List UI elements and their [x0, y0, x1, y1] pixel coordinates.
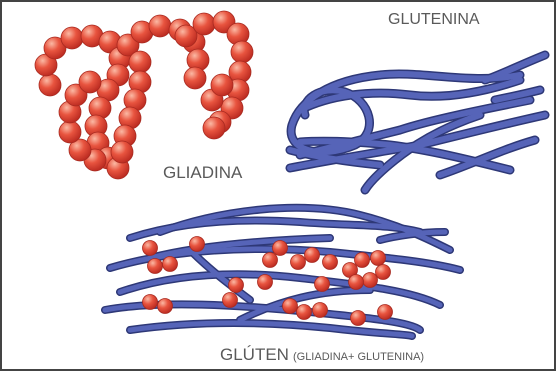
gliadina-bead	[111, 141, 133, 163]
glutenina-label: GLUTENINA	[388, 11, 480, 28]
gluten-bead	[158, 299, 173, 314]
gluten-bead	[315, 277, 330, 292]
gluten-bead	[376, 265, 391, 280]
gliadina-bead	[39, 74, 61, 96]
gliadina-bead	[231, 41, 253, 63]
gluten-bead	[371, 251, 386, 266]
gluten-label-sub: (GLIADINA+ GLUTENINA)	[293, 351, 424, 363]
gliadina-bead	[79, 71, 101, 93]
gluten-bead	[148, 259, 163, 274]
gluten-label-main: GLÚTEN	[220, 345, 289, 364]
gliadina-bead-chain	[35, 11, 253, 179]
gluten-bead	[363, 273, 378, 288]
gliadina-bead	[203, 117, 225, 139]
gliadina-bead	[184, 67, 206, 89]
gluten-bead	[355, 253, 370, 268]
gliadina-bead	[61, 27, 83, 49]
gliadina-bead	[59, 121, 81, 143]
gluten-label: GLÚTEN (GLIADINA+ GLUTENINA)	[220, 345, 424, 364]
gluten-bead	[291, 255, 306, 270]
gluten-bead	[273, 241, 288, 256]
gluten-bead	[143, 241, 158, 256]
gluten-bead	[190, 237, 205, 252]
gluten-bead	[163, 257, 178, 272]
gluten-bead	[263, 253, 278, 268]
gluten-bead	[349, 275, 364, 290]
gluten-bead	[351, 311, 366, 326]
gliadina-bead	[129, 51, 151, 73]
gluten-bead	[143, 295, 158, 310]
glutenina-strands	[290, 55, 545, 190]
gliadina-label: GLIADINA	[163, 163, 243, 182]
gliadina-bead	[149, 15, 171, 37]
gliadina-bead	[193, 13, 215, 35]
gluten-bead	[229, 278, 244, 293]
gluten-bead	[258, 275, 273, 290]
gluten-bead	[378, 305, 393, 320]
gluten-bead	[223, 293, 238, 308]
gluten-bead	[323, 255, 338, 270]
gluten-bead	[283, 299, 298, 314]
gluten-bead	[297, 305, 312, 320]
gliadina-bead	[211, 74, 233, 96]
gluten-bead	[313, 303, 328, 318]
gluten-bead	[305, 248, 320, 263]
